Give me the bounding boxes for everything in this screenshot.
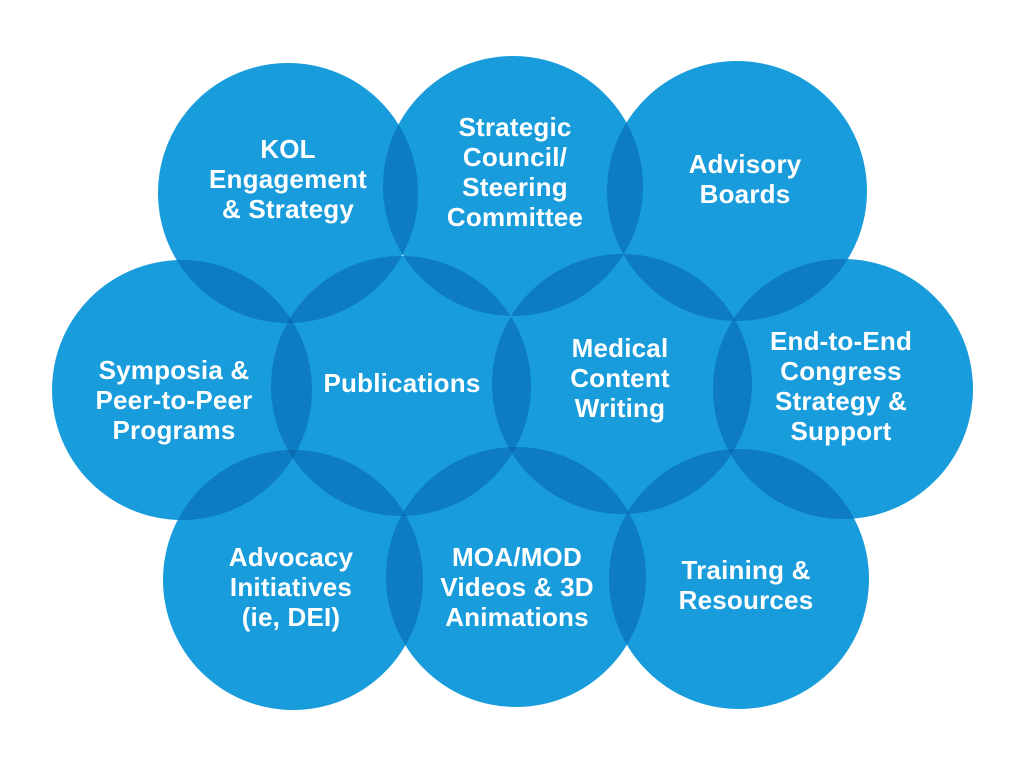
- circle-publications: [271, 256, 531, 516]
- label-training-resources: Training &Resources: [679, 555, 814, 615]
- circle-strategic-council-steering-committee: [383, 56, 643, 316]
- circle-symposia-peer-to-peer-programs: [52, 260, 312, 520]
- circle-moa-mod-videos-3d-animations: [386, 447, 646, 707]
- circle-training-resources: [609, 449, 869, 709]
- label-publications: Publications: [324, 368, 481, 398]
- circle-advisory-boards: [607, 61, 867, 321]
- circle-end-to-end-congress-strategy-support: [713, 259, 973, 519]
- circle-kol-engagement-strategy: [158, 63, 418, 323]
- circle-advocacy-initiatives-dei: [163, 450, 423, 710]
- circle-medical-content-writing: [492, 254, 752, 514]
